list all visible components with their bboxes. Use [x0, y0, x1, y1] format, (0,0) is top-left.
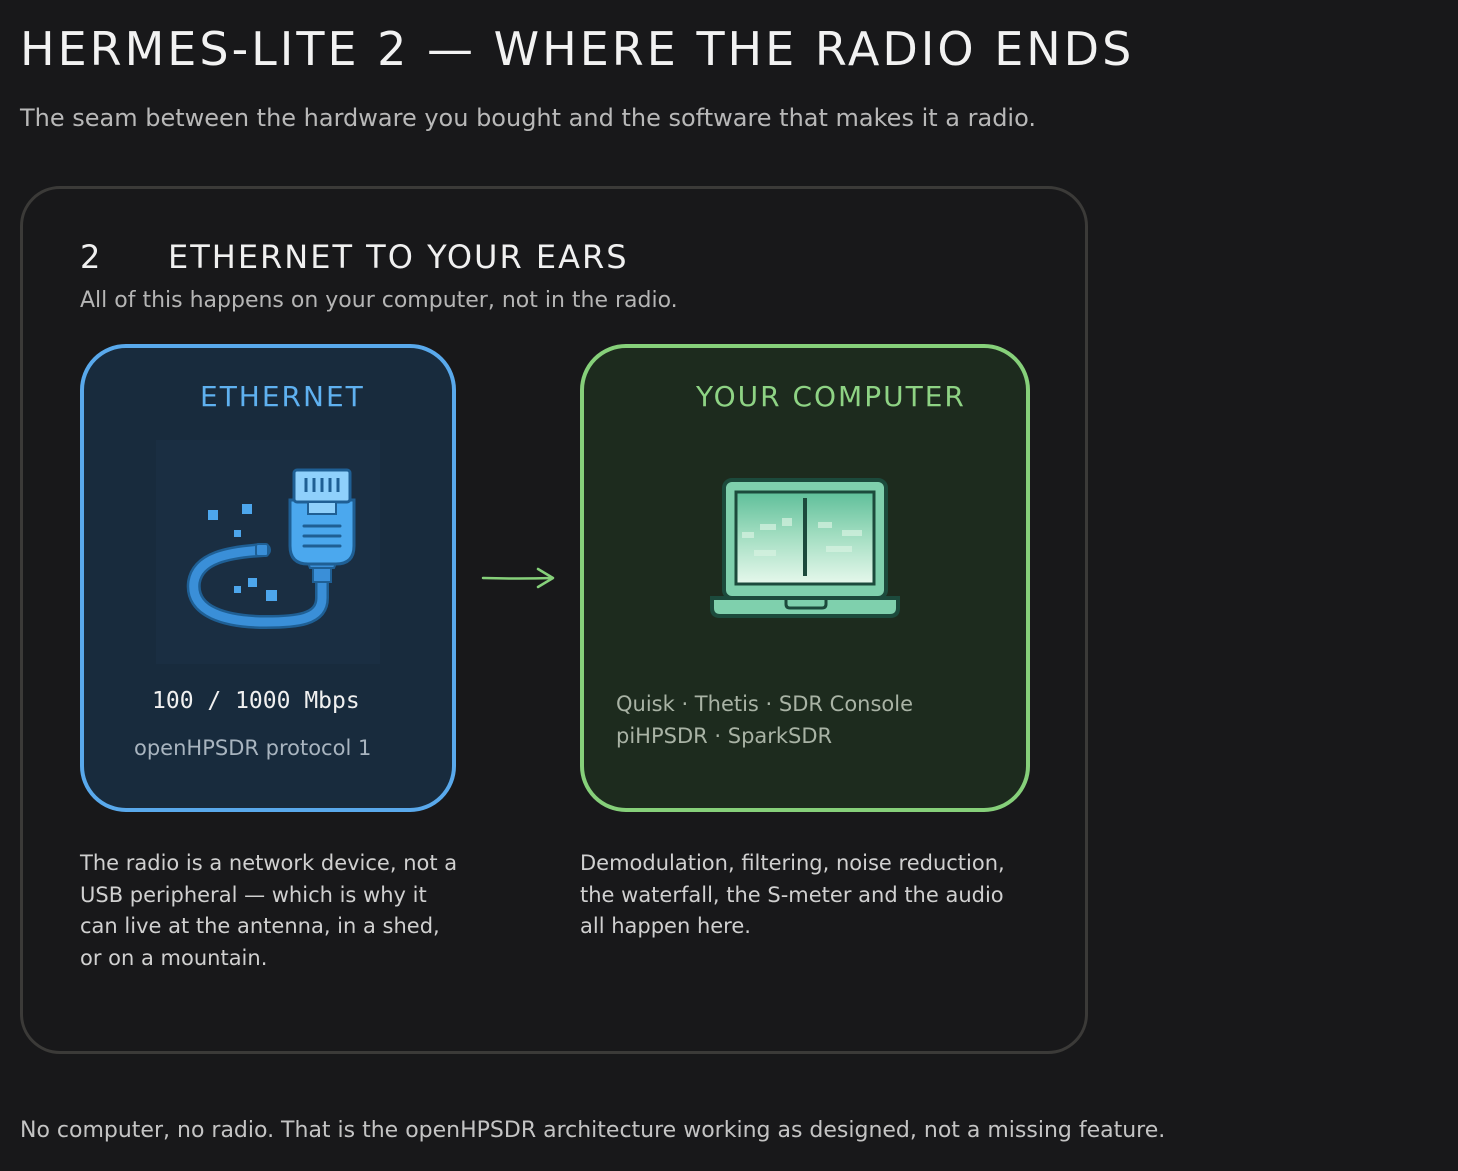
computer-label: YOUR COMPUTER [696, 380, 966, 413]
ethernet-label: ETHERNET [200, 380, 365, 413]
laptop-waterfall-icon [708, 470, 904, 626]
software-line: Quisk · Thetis · SDR Console [616, 692, 914, 716]
computer-software-list: Quisk · Thetis · SDR Console piHPSDR · S… [616, 688, 913, 752]
page-title: HERMES-LITE 2 — WHERE THE RADIO ENDS [20, 22, 1135, 76]
page-subtitle: The seam between the hardware you bought… [20, 104, 1036, 132]
software-line: piHPSDR · SparkSDR [616, 724, 833, 748]
ethernet-cable-icon [156, 440, 380, 664]
step-number: 2 [80, 238, 101, 276]
ethernet-note: The radio is a network device, not a USB… [80, 851, 458, 970]
step-title: ETHERNET TO YOUR EARS [168, 238, 629, 276]
footer-note: No computer, no radio. That is the openH… [20, 1118, 1166, 1143]
ethernet-box [80, 344, 456, 812]
ethernet-protocol: openHPSDR protocol 1 [134, 736, 372, 760]
ethernet-speed: 100 / 1000 Mbps [152, 688, 360, 714]
computer-note: Demodulation, filtering, noise reduction… [580, 851, 1005, 938]
step-subtitle: All of this happens on your computer, no… [80, 288, 678, 313]
arrow-right-icon [480, 564, 560, 594]
step-panel [20, 186, 1088, 1054]
